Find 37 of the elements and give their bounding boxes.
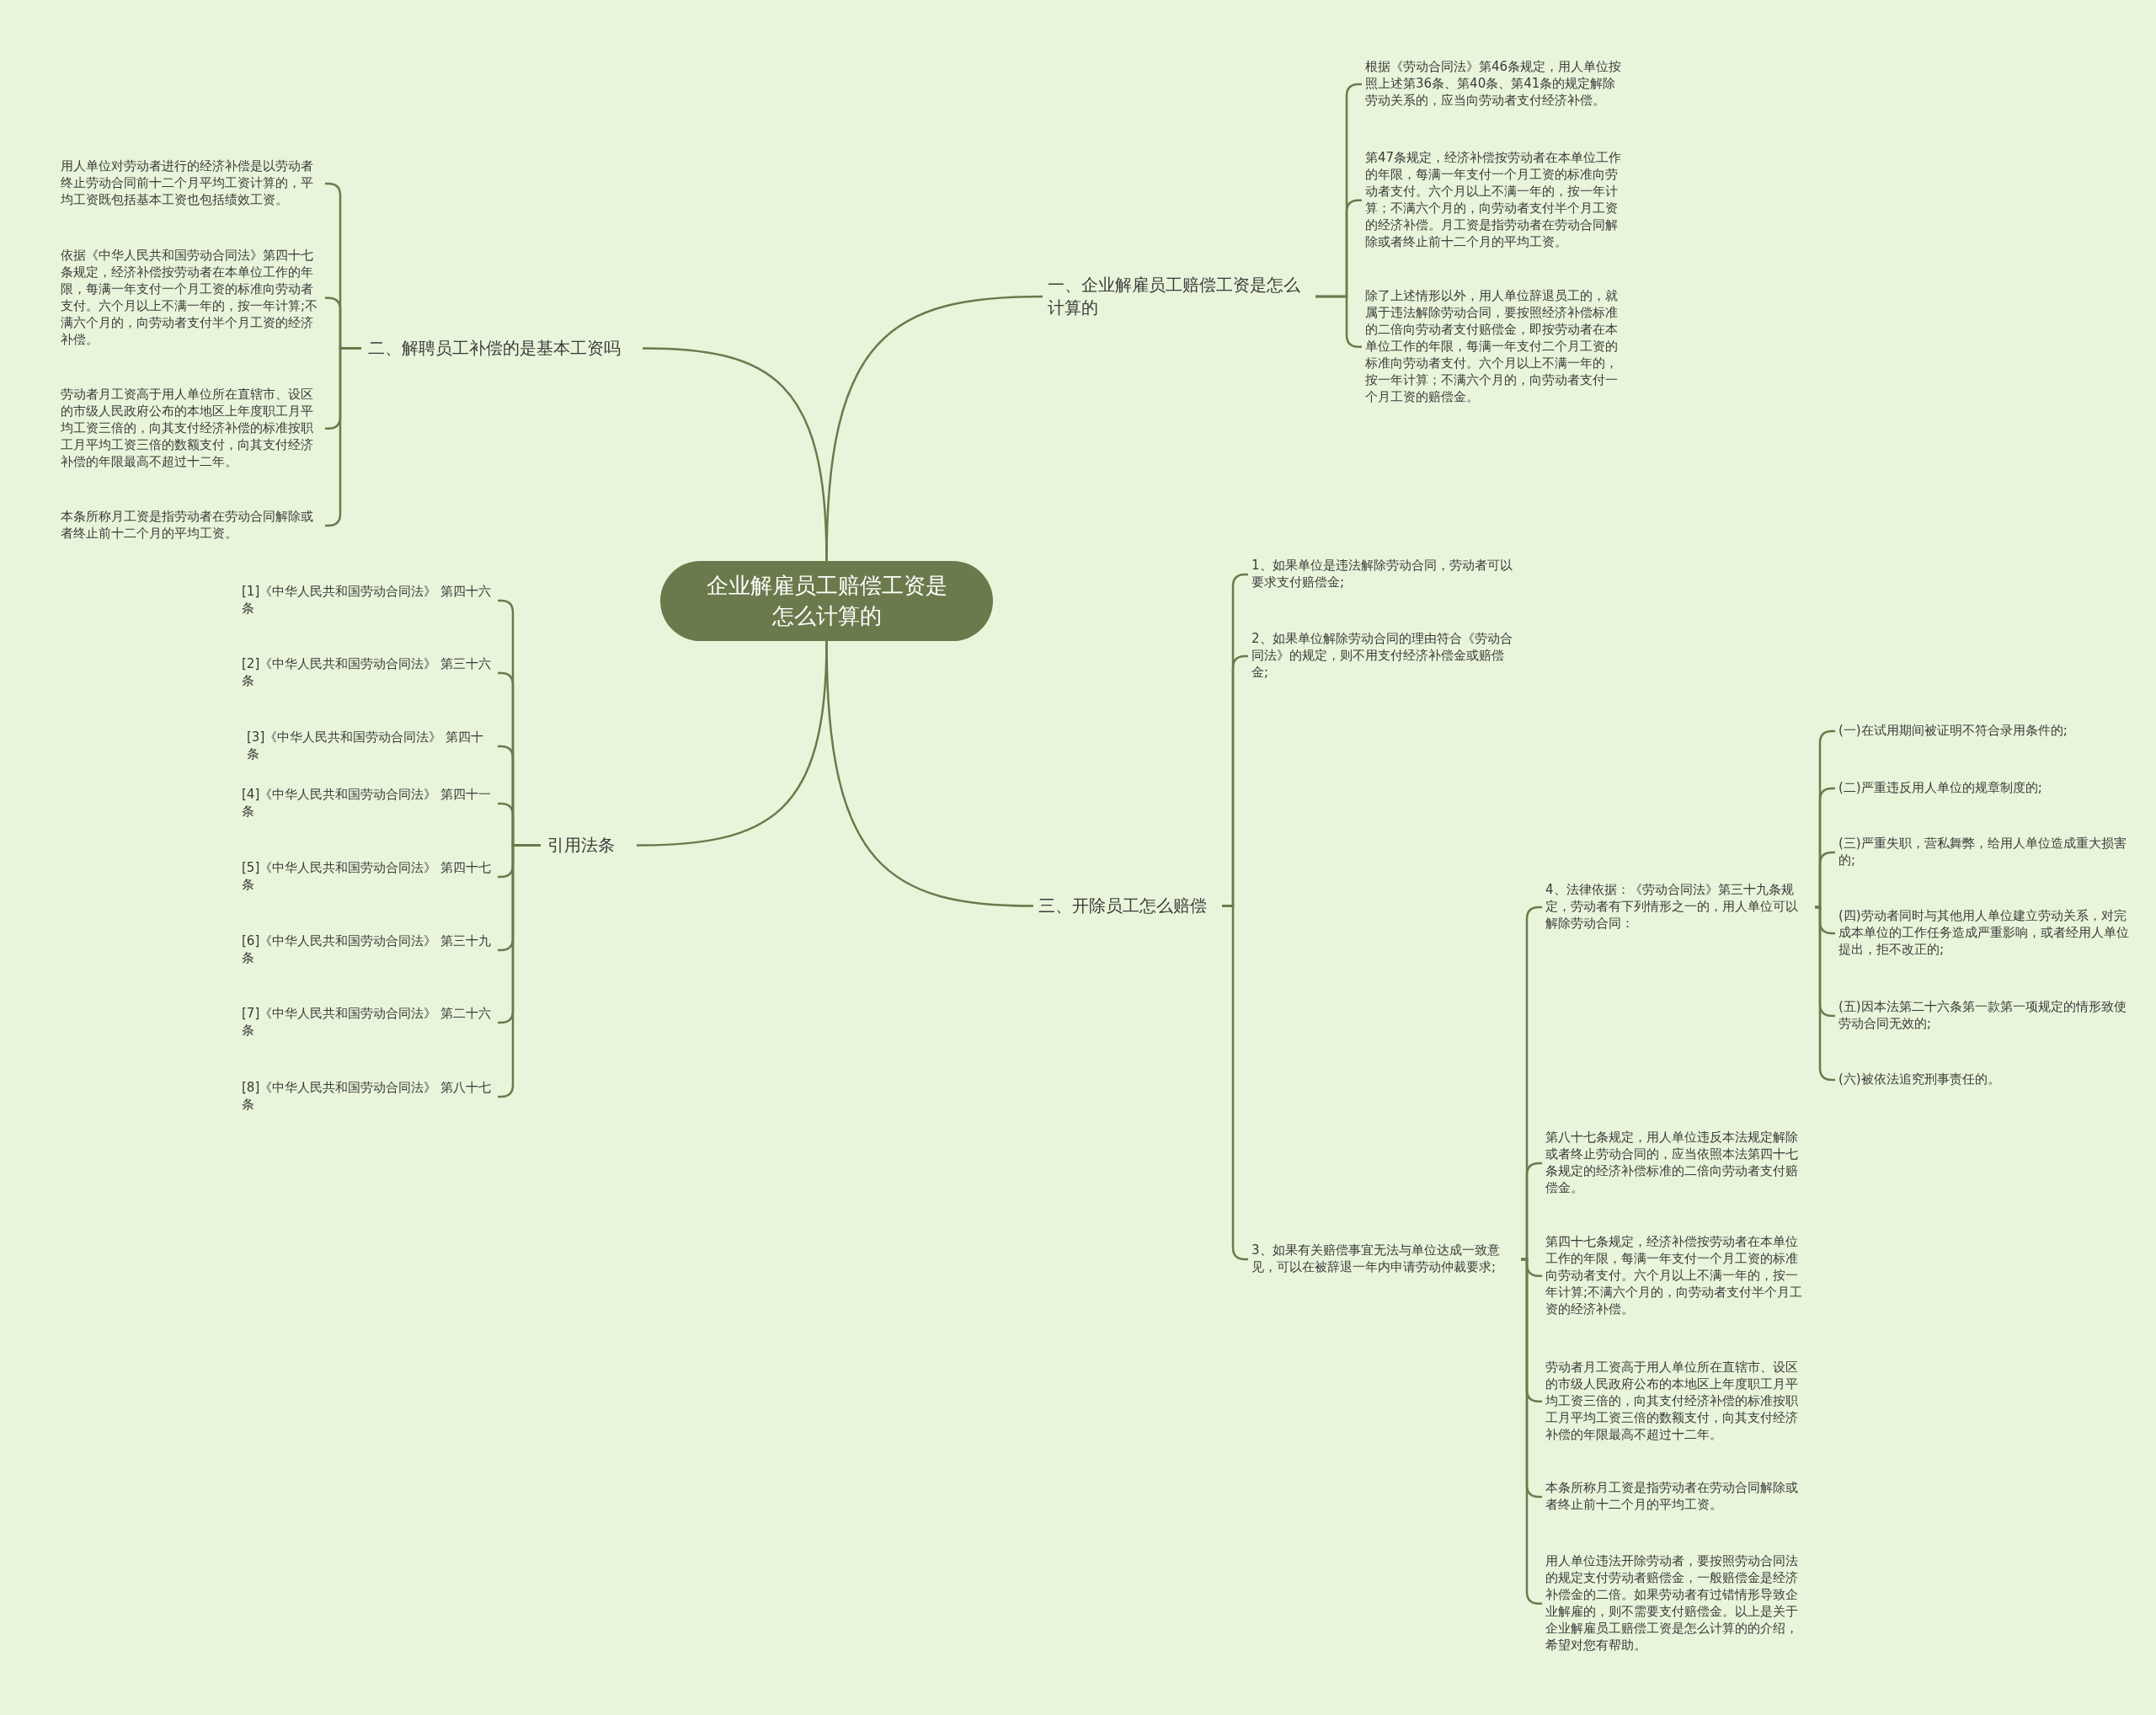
leaf-text: 第八十七条规定，用人单位违反本法规定解除或者终止劳动合同的，应当依照本法第四十七条规定的经济补偿标准的二倍向劳动者支付赔偿金。 [1545, 1130, 1808, 1197]
leaf-text: [7]《中华人民共和国劳动合同法》 第二十六条 [242, 1006, 494, 1039]
leaf-text: (一)在试用期间被证明不符合录用条件的; [1838, 723, 2133, 740]
leaf-text: 用人单位对劳动者进行的经济补偿是以劳动者终止劳动合同前十二个月平均工资计算的，平均工资既包括基本工资也包括绩效工资。 [61, 158, 322, 209]
connector-line [642, 347, 828, 562]
leaf-text: 除了上述情形以外，用人单位辞退员工的，就属于违法解除劳动合同，要按照经济补偿标准的二倍向劳动者支付赔偿金，即按劳动者在本单位工作的年限，每满一年支付二个月工资的标准向劳动者支付。六个月以上不满一年的，按一年计算；不满六个月的，向劳动者支付一个月工资的赔偿金。 [1365, 288, 1628, 406]
leaf-text: (五)因本法第二十六条第一款第一项规定的情形致使劳动合同无效的; [1838, 999, 2133, 1033]
leaf-text: 第47条规定，经济补偿按劳动者在本单位工作的年限，每满一年支付一个月工资的标准向劳动者支付。六个月以上不满一年的，按一年计算；不满六个月的，向劳动者支付半个月工资的经济补偿。月工资是指劳动者在劳动合同解除或者终止前十二个月的平均工资。 [1365, 150, 1628, 251]
leaf-text: 依据《中华人民共和国劳动合同法》第四十七条规定，经济补偿按劳动者在本单位工作的年限，每满一年支付一个月工资的标准向劳动者支付。六个月以上不满一年的，按一年计算;不满六个月的，向劳动者支付半个月工资的经济补偿。 [61, 248, 322, 349]
leaf-text: 3、如果有关赔偿事宜无法与单位达成一致意见，可以在被辞退一年内申请劳动仲裁要求; [1251, 1242, 1514, 1276]
leaf-text: 第四十七条规定，经济补偿按劳动者在本单位工作的年限，每满一年支付一个月工资的标准向劳动者支付。六个月以上不满一年的，按一年计算;不满六个月的，向劳动者支付半个月工资的经济补偿。 [1545, 1234, 1808, 1318]
leaf-text: (四)劳动者同时与其他用人单位建立劳动关系，对完成本单位的工作任务造成严重影响，或者经用人单位提出，拒不改正的; [1838, 908, 2133, 959]
connector-line [825, 640, 1034, 907]
leaf-text: (二)严重违反用人单位的规章制度的; [1838, 780, 2133, 797]
branch-topic: 二、解聘员工补偿的是基本工资吗 [368, 337, 638, 360]
leaf-text: (六)被依法追究刑事责任的。 [1838, 1071, 2133, 1088]
leaf-text: [6]《中华人民共和国劳动合同法》 第三十九条 [242, 933, 494, 967]
leaf-text: [5]《中华人民共和国劳动合同法》 第四十七条 [242, 860, 494, 894]
branch-topic: 引用法条 [547, 834, 632, 857]
leaf-text: 根据《劳动合同法》第46条规定，用人单位按照上述第36条、第40条、第41条的规定解除劳动关系的，应当向劳动者支付经济补偿。 [1365, 59, 1628, 110]
leaf-text: 1、如果单位是违法解除劳动合同，劳动者可以要求支付赔偿金; [1251, 558, 1514, 591]
leaf-text: 4、法律依据：《劳动合同法》第三十九条规定，劳动者有下列情形之一的，用人单位可以解除劳动合同： [1545, 882, 1808, 932]
leaf-text: 2、如果单位解除劳动合同的理由符合《劳动合同法》的规定，则不用支付经济补偿金或赔偿金; [1251, 631, 1514, 681]
leaf-text: 劳动者月工资高于用人单位所在直辖市、设区的市级人民政府公布的本地区上年度职工月平均工资三倍的，向其支付经济补偿的标准按职工月平均工资三倍的数额支付，向其支付经济补偿的年限最高不超过十二年。 [1545, 1360, 1808, 1444]
leaf-text: 本条所称月工资是指劳动者在劳动合同解除或者终止前十二个月的平均工资。 [61, 509, 322, 542]
leaf-text: 本条所称月工资是指劳动者在劳动合同解除或者终止前十二个月的平均工资。 [1545, 1480, 1808, 1514]
leaf-text: (三)严重失职，营私舞弊，给用人单位造成重大损害的; [1838, 836, 2133, 869]
leaf-text: [4]《中华人民共和国劳动合同法》 第四十一条 [242, 787, 494, 820]
leaf-text: [2]《中华人民共和国劳动合同法》 第三十六条 [242, 656, 494, 690]
leaf-text: [1]《中华人民共和国劳动合同法》 第四十六条 [242, 584, 494, 617]
leaf-text: [8]《中华人民共和国劳动合同法》 第八十七条 [242, 1080, 494, 1114]
branch-topic: 一、企业解雇员工赔偿工资是怎么计算的 [1048, 274, 1309, 319]
branch-topic: 三、开除员工怎么赔偿 [1038, 895, 1215, 917]
leaf-text: 劳动者月工资高于用人单位所在直辖市、设区的市级人民政府公布的本地区上年度职工月平均工资三倍的，向其支付经济补偿的标准按职工月平均工资三倍的数额支付，向其支付经济补偿的年限最高不超过十二年。 [61, 387, 322, 471]
central-topic: 企业解雇员工赔偿工资是怎么计算的 [660, 561, 993, 641]
leaf-text: 用人单位违法开除劳动者，要按照劳动合同法的规定支付劳动者赔偿金，一般赔偿金是经济补偿金的二倍。如果劳动者有过错情形导致企业解雇的，则不需要支付赔偿金。以上是关于企业解雇员工赔偿工资是怎么计算的的介绍，希望对您有帮助。 [1545, 1553, 1808, 1654]
leaf-text: [3]《中华人民共和国劳动合同法》 第四十条 [247, 729, 494, 763]
